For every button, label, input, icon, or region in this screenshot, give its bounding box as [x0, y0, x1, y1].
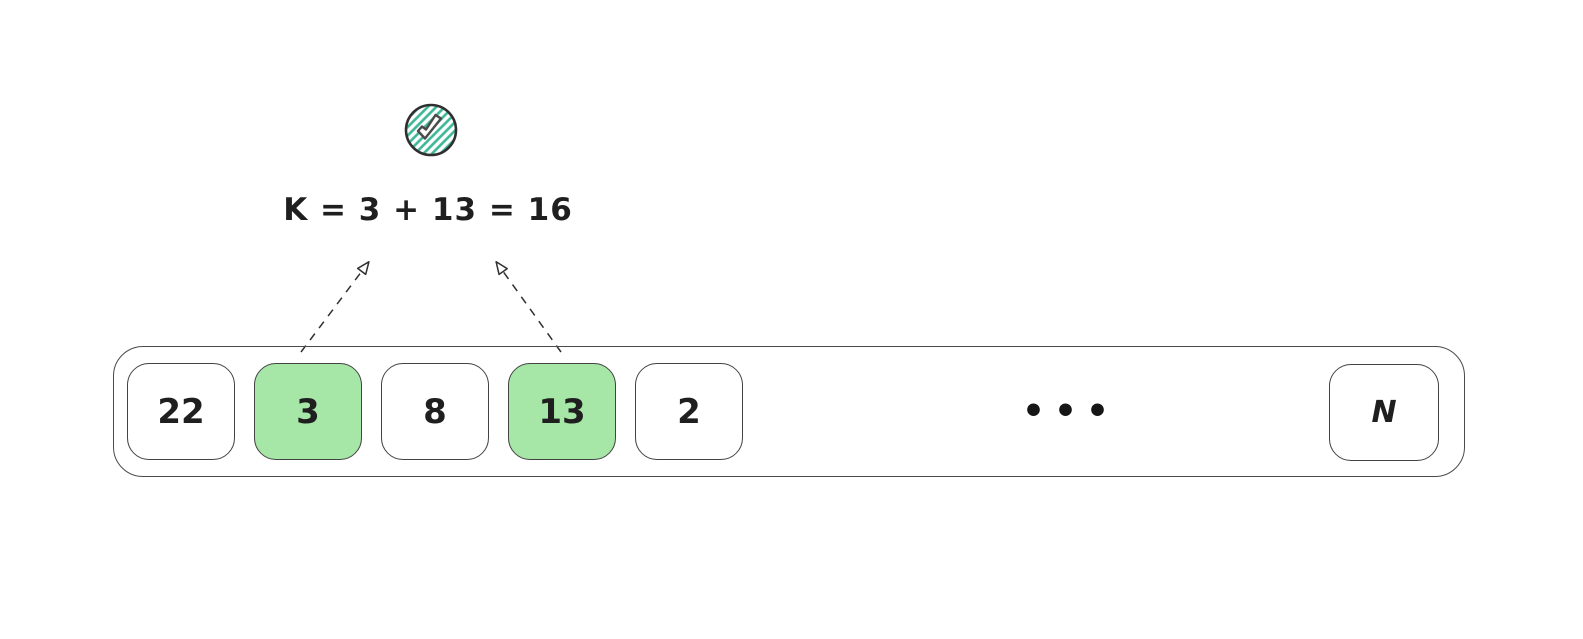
array-cell-n: N: [1329, 364, 1439, 461]
array-cell-2: 2: [635, 363, 743, 460]
array-cell-13-highlighted: 13: [508, 363, 616, 460]
array-container: 22 3 8 13 2 ••• N: [113, 346, 1465, 477]
array-cell-3-highlighted: 3: [254, 363, 362, 460]
check-icon: [403, 102, 459, 158]
arrow-cell3-to-formula: [300, 261, 370, 353]
arrow-cell13-to-formula: [495, 261, 562, 353]
array-cell-22: 22: [127, 363, 235, 460]
ellipsis-dots: •••: [1022, 391, 1119, 432]
formula-text: K = 3 + 13 = 16: [283, 192, 573, 228]
array-cell-8: 8: [381, 363, 489, 460]
